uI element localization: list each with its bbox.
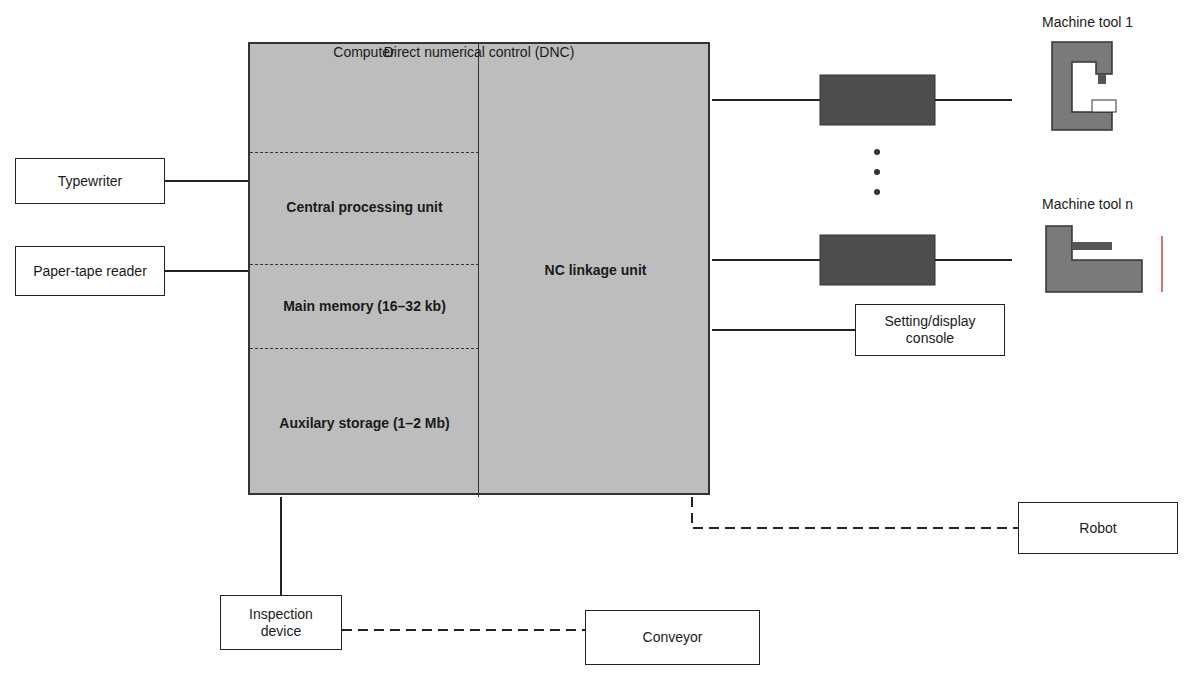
ellipsis-dot: [874, 149, 880, 155]
node-label: Direct numerical control (DNC): [250, 44, 708, 61]
node-label: NC linkage unit: [545, 262, 647, 279]
machine-tool-illustration: [1012, 216, 1172, 300]
node-label: Conveyor: [643, 629, 703, 646]
node-label: Auxilary storage (1–2 Mb): [279, 415, 449, 432]
ellipsis-dot: [874, 169, 880, 175]
connector: [692, 497, 1018, 528]
node-label: Paper-tape reader: [33, 263, 147, 280]
node-label: Typewriter: [58, 173, 123, 190]
node-label: Main memory (16–32 kb): [283, 298, 446, 315]
computer-part: Central processing unit: [250, 152, 479, 264]
connector: [342, 629, 585, 631]
node-box: Typewriter: [15, 158, 165, 204]
node-box: Robot: [1018, 502, 1178, 554]
connector: [165, 180, 250, 182]
computer-section: Central processing unitMain memory (16–3…: [250, 44, 479, 497]
node-label: Setting/display console: [864, 313, 996, 347]
ellipsis-dot: [874, 189, 880, 195]
node-box: Conveyor: [585, 610, 760, 665]
controller-box: [820, 75, 935, 125]
controller-box: [820, 235, 935, 285]
diagram-heading: Central processing unit: [250, 153, 479, 261]
dnc-housing: Central processing unitMain memory (16–3…: [248, 42, 710, 495]
node-label: Machine tool n: [1012, 196, 1172, 216]
nc-linkage-section: NC linkage unit: [479, 44, 712, 497]
connector: [280, 497, 282, 595]
computer-part: Main memory (16–32 kb): [250, 264, 479, 348]
node-label: Inspection device: [229, 606, 333, 640]
node-box: Paper-tape reader: [15, 246, 165, 296]
node-label: Machine tool 1: [1012, 14, 1172, 34]
computer-part: Auxilary storage (1–2 Mb): [250, 348, 479, 497]
machine-tool: Machine tool 1: [1012, 14, 1172, 136]
connector: [712, 329, 855, 331]
machine-tool: Machine tool n: [1012, 196, 1172, 300]
node-box: Setting/display console: [855, 304, 1005, 356]
node-box: Inspection device: [220, 595, 342, 650]
machine-tool-illustration: [1012, 34, 1172, 134]
node-label: Robot: [1079, 520, 1116, 537]
connector: [165, 270, 250, 272]
